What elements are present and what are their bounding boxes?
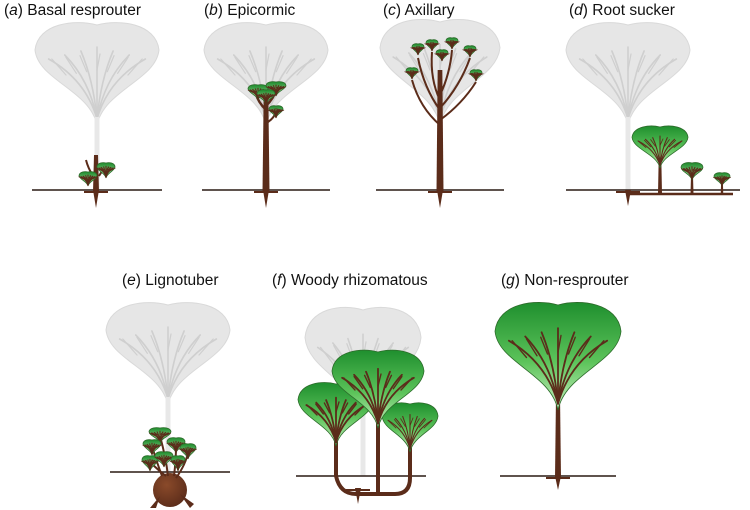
panel-g-label: (g) Non-resprouter bbox=[501, 272, 629, 289]
panel-d-sucker-medium bbox=[680, 162, 704, 181]
panel-a-sprout-left bbox=[78, 171, 98, 187]
panel-c-branch bbox=[417, 57, 441, 111]
panel-e-ghost-tree bbox=[105, 302, 231, 472]
panel-g-taproot bbox=[555, 476, 561, 490]
panel-c-sprout bbox=[462, 45, 478, 58]
panel-e-sprout bbox=[142, 439, 162, 456]
panel-e-sprout bbox=[169, 455, 187, 472]
panel-e-sprout bbox=[141, 455, 159, 472]
ghost-trunk bbox=[94, 117, 100, 190]
panel-b-sprout bbox=[256, 89, 276, 105]
panel-b-sprout bbox=[267, 105, 285, 119]
panel-c-branch bbox=[411, 79, 441, 126]
panel-c-sprout bbox=[468, 69, 484, 82]
panel-c-branch bbox=[439, 49, 453, 96]
panel-d-sucker-trunk bbox=[690, 176, 694, 194]
panel-c-taproot bbox=[437, 190, 443, 208]
panel-d-sucker-trunk bbox=[658, 160, 662, 194]
panel-e-root bbox=[150, 496, 160, 508]
panel-g-crown bbox=[494, 302, 622, 411]
panel-b-label: (b) Epicormic bbox=[204, 2, 296, 19]
panel-a-sprout-right bbox=[96, 162, 116, 179]
panel-c-sprout bbox=[404, 67, 420, 80]
panel-c-branch bbox=[439, 81, 477, 121]
panel-d-ghost-tree bbox=[565, 22, 691, 190]
panel-f-crown-center bbox=[331, 349, 425, 429]
panel-f-crown-right bbox=[381, 402, 439, 453]
panel-f-taproot bbox=[355, 488, 361, 504]
panel-c-sprout bbox=[444, 37, 460, 50]
panel-e-label: (e) Lignotuber bbox=[122, 272, 219, 289]
ghost-trunk bbox=[360, 412, 366, 476]
panel-b-trunk bbox=[262, 95, 270, 192]
panel-a-label: (a) Basal resprouter bbox=[4, 2, 141, 19]
panel-c-branch bbox=[439, 57, 471, 109]
panel-d-taproot bbox=[625, 190, 631, 206]
panel-g-trunk bbox=[555, 395, 561, 478]
panel-c-sprout bbox=[424, 39, 440, 52]
panel-c-label: (c) Axillary bbox=[383, 2, 455, 19]
panel-b-sprout bbox=[265, 81, 287, 97]
panel-d-sucker-small bbox=[713, 172, 731, 187]
panel-c-branch bbox=[430, 51, 441, 101]
panel-e-sprout bbox=[179, 443, 197, 460]
panel-b-taproot bbox=[263, 190, 269, 208]
panel-c-sprout bbox=[434, 49, 450, 62]
panel-e-lignotuber bbox=[153, 473, 187, 507]
panel-a-taproot bbox=[93, 190, 99, 208]
panel-d-sucker-large bbox=[631, 125, 689, 169]
panel-c-trunk bbox=[436, 70, 444, 192]
panel-d-label: (d) Root sucker bbox=[569, 2, 675, 19]
panel-a-ghost-tree bbox=[34, 22, 160, 190]
panel-f-label: (f) Woody rhizomatous bbox=[272, 272, 428, 289]
panel-f-rhizome bbox=[334, 440, 412, 496]
panel-c-sprout bbox=[410, 43, 426, 56]
ghost-trunk bbox=[625, 117, 631, 190]
panel-e-sprout bbox=[154, 451, 174, 468]
panel-e-root bbox=[180, 494, 194, 508]
